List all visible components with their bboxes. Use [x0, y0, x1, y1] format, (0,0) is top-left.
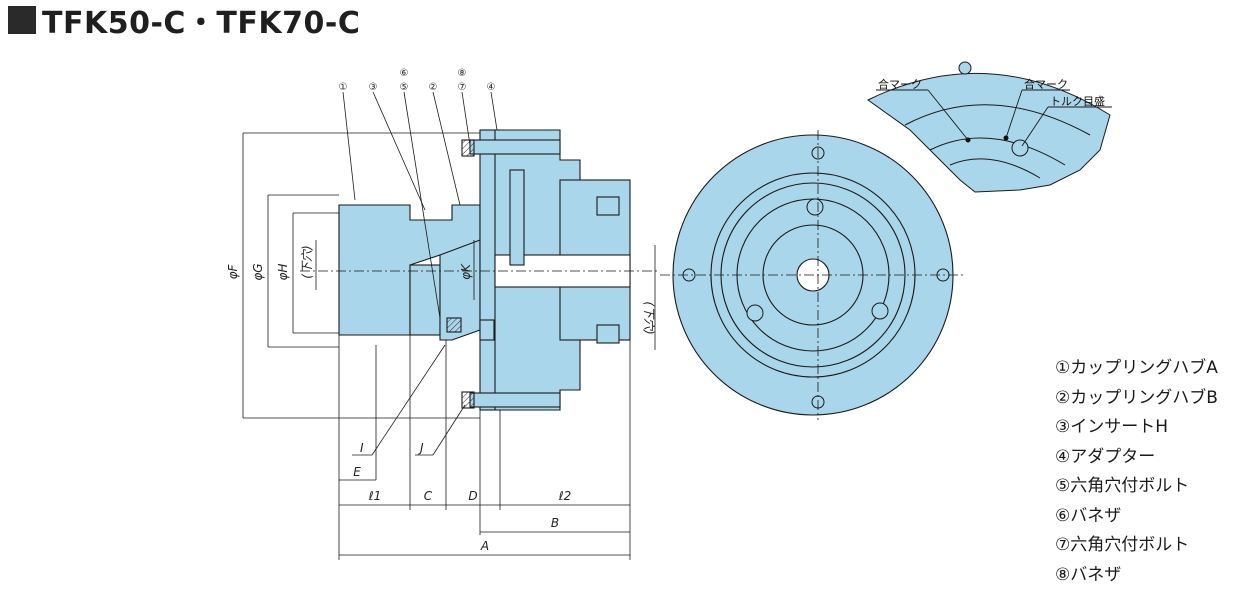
dim-phi-k: φK [459, 263, 473, 280]
detail-match-mark-1: 合マーク [878, 77, 922, 91]
dim-c: C [424, 489, 433, 503]
dim-hole-right: (下穴) [642, 301, 656, 334]
callout-2: ② [429, 82, 438, 93]
dim-j: J [418, 441, 424, 455]
legend-item: ①カップリングハブA [1055, 354, 1218, 384]
callout-5: ⑤ [400, 82, 409, 93]
detail-torque-scale: トルク目盛 [1050, 94, 1105, 108]
callout-1: ① [339, 82, 348, 93]
callouts: ① ③ ⑥ ⑤ ② ⑧ ⑦ ④ [339, 68, 496, 93]
side-section-view [339, 130, 630, 410]
detail-match-mark-2: 合マーク [1024, 77, 1068, 91]
dim-d: D [468, 489, 477, 503]
dim-phi-h: φH [276, 264, 290, 281]
callout-3: ③ [369, 82, 378, 93]
match-mark-dot-1 [966, 138, 971, 143]
dim-l1: ℓ1 [368, 489, 382, 503]
callout-7: ⑦ [458, 82, 467, 93]
legend-item: ⑦六角穴付ボルト [1055, 531, 1218, 561]
legend-item: ④アダプター [1055, 443, 1218, 473]
legend-item: ⑥バネザ [1055, 502, 1218, 532]
dim-e: E [353, 465, 361, 479]
dim-phi-g: φG [251, 263, 265, 280]
dim-a: A [480, 539, 489, 553]
callout-8: ⑧ [458, 68, 467, 79]
dim-hole-left: (下穴) [300, 245, 314, 278]
legend-item: ⑤六角穴付ボルト [1055, 472, 1218, 502]
legend-item: ②カップリングハブB [1055, 384, 1218, 414]
match-mark-dot-2 [1004, 136, 1009, 141]
legend-item: ⑧バネザ [1055, 561, 1218, 590]
legend-item: ③インサートH [1055, 413, 1218, 443]
dim-b: B [551, 516, 559, 530]
dim-phi-f: φF [226, 263, 240, 279]
parts-legend: ①カップリングハブA ②カップリングハブB ③インサートH ④アダプター ⑤六角… [1055, 354, 1218, 590]
ij-leaders [352, 345, 465, 455]
callout-6: ⑥ [400, 68, 409, 79]
callout-4: ④ [487, 82, 496, 93]
dim-i: I [360, 441, 364, 455]
dim-l2: ℓ2 [558, 489, 572, 503]
